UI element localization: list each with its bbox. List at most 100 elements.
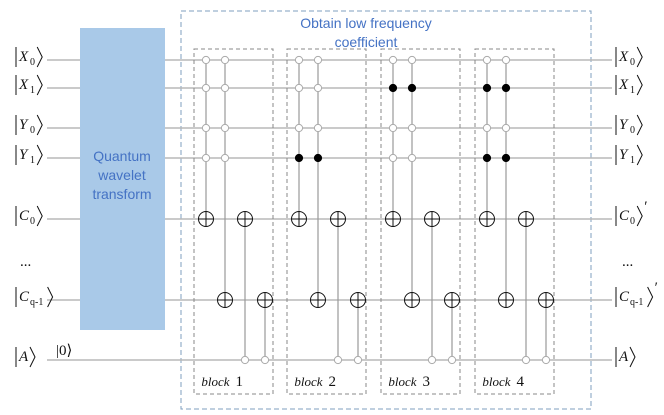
control-dot-open [240, 355, 250, 365]
block-label-word: block [201, 374, 229, 389]
control-dot-open [260, 355, 270, 365]
control-dot-open [521, 355, 531, 365]
control-dot-filled [294, 153, 304, 163]
control-dot-open [313, 83, 323, 93]
block-label-word: block [294, 374, 322, 389]
block-frame [286, 48, 367, 395]
control-dot-open [501, 123, 511, 133]
ket-subscript: 0 [30, 216, 35, 227]
ket-text: Y [619, 117, 629, 133]
ket-text: C [619, 289, 630, 305]
control-dot-open [201, 123, 211, 133]
ket-text: X [18, 77, 29, 93]
cnot-target-cq1 [310, 292, 326, 308]
box-title-line2: coefficient [335, 34, 398, 50]
block-2: block 2 [286, 48, 367, 395]
control-dot-open [501, 55, 511, 65]
cnot-target-cq1-ancilla [350, 292, 366, 308]
block-label-number: 3 [423, 374, 431, 390]
qwt-label-line1: Quantum [93, 148, 151, 164]
block-label-number: 4 [517, 374, 525, 390]
ket-angle [36, 74, 43, 96]
ket-subscript: 1 [30, 155, 35, 166]
control-dot-filled [313, 153, 323, 163]
ket-text: A [618, 349, 629, 365]
cnot-target-cq1-ancilla [257, 292, 273, 308]
ket-text: Y [19, 147, 29, 163]
cnot-target-c0 [198, 211, 214, 227]
control-dot-open [220, 83, 230, 93]
ket-subscript: 1 [30, 85, 35, 96]
control-dot-open [294, 55, 304, 65]
qwt-label-line2: wavelet [97, 167, 146, 183]
ket-subscript: q-1 [30, 297, 43, 308]
cnot-target-cq1-ancilla [444, 292, 460, 308]
control-dot-filled [388, 83, 398, 93]
left-dots: ... [20, 254, 31, 270]
cnot-target-c0-ancilla [424, 211, 440, 227]
block-frame [474, 48, 555, 395]
ket-prime: ′ [644, 199, 647, 215]
ket-angle [636, 46, 643, 68]
control-dot-open [333, 355, 343, 365]
ket-angle [29, 346, 36, 368]
control-dot-open [482, 123, 492, 133]
ket-angle [47, 286, 54, 308]
control-dot-filled [482, 153, 492, 163]
qwt-box [80, 28, 165, 330]
input-ket-a: A [15, 346, 36, 368]
control-dot-open [313, 55, 323, 65]
cnot-target-c0 [479, 211, 495, 227]
cnot-target-cq1-ancilla [538, 292, 554, 308]
ket-subscript: 0 [30, 125, 35, 136]
ancilla-init: |0⟩ [56, 343, 72, 359]
ket-text: A [18, 349, 29, 365]
ket-prime: ′ [655, 280, 658, 296]
block-label-number: 1 [236, 374, 244, 390]
ket-angle [36, 205, 43, 227]
control-dot-filled [407, 83, 417, 93]
ket-text: X [618, 77, 629, 93]
control-dot-open [407, 55, 417, 65]
ket-text: C [19, 208, 30, 224]
cnot-target-cq1 [498, 292, 514, 308]
control-dot-open [353, 355, 363, 365]
ket-subscript: 0 [630, 125, 635, 136]
ket-text: Y [19, 117, 29, 133]
ket-subscript: 1 [630, 85, 635, 96]
ket-text: Y [619, 147, 629, 163]
control-dot-open [427, 355, 437, 365]
block-frame [380, 48, 461, 395]
box-title-line1: Obtain low frequency [300, 15, 432, 31]
cnot-target-cq1 [217, 292, 233, 308]
ket-text: X [18, 49, 29, 65]
ket-subscript: 0 [630, 57, 635, 68]
ket-angle [636, 114, 643, 136]
ket-angle [36, 144, 43, 166]
ket-text: C [619, 208, 630, 224]
qwt-label-line3: transform [92, 186, 151, 202]
block-label-number: 2 [329, 374, 337, 390]
control-dot-open [388, 123, 398, 133]
ket-angle [636, 205, 643, 227]
control-dot-filled [482, 83, 492, 93]
cnot-target-c0-ancilla [330, 211, 346, 227]
output-ket-a: A [615, 346, 636, 368]
control-dot-open [220, 153, 230, 163]
block-frame [193, 48, 274, 395]
ket-angle [36, 114, 43, 136]
control-dot-open [220, 55, 230, 65]
